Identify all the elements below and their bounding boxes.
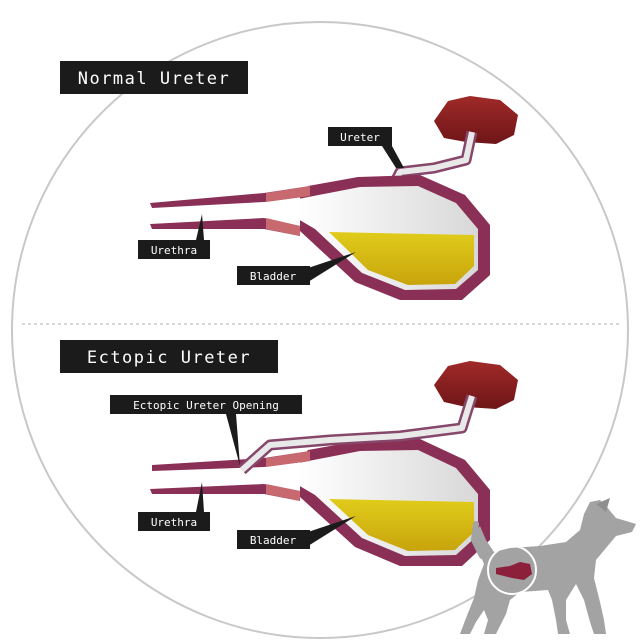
magnifier-circle	[487, 545, 537, 595]
normal-ureter-section: Normal Ureter Ureter Urethra Bladder	[60, 61, 518, 300]
urethra-label-box	[138, 512, 210, 531]
kidney	[434, 361, 518, 409]
urethra-label: Urethra	[151, 244, 197, 257]
ectopic-title: Ectopic Ureter	[87, 348, 251, 368]
opening-label-box	[110, 395, 302, 414]
urethra-pointer	[196, 214, 204, 240]
ureter-label: Ureter	[340, 131, 380, 144]
urethra-top	[150, 186, 310, 208]
urethra-label: Urethra	[151, 516, 197, 529]
ureter-label-box	[328, 127, 392, 146]
bladder-label-box	[237, 266, 310, 285]
ureter-pointer	[382, 146, 404, 168]
normal-title: Normal Ureter	[78, 69, 231, 89]
urethra-pointer	[196, 482, 204, 512]
urethra-bottom	[150, 218, 300, 236]
bladder-label: Bladder	[250, 270, 297, 283]
opening-label: Ectopic Ureter Opening	[133, 399, 279, 412]
urine	[329, 232, 474, 285]
opening-pointer	[226, 414, 240, 466]
ectopic-ureter-section: Ectopic Ureter Ectopic Ureter Opening Ur…	[60, 340, 518, 566]
kidney	[434, 96, 518, 144]
bladder-pointer	[308, 516, 356, 546]
urine	[329, 499, 474, 551]
dog-silhouette	[460, 498, 636, 634]
bladder-label-box	[237, 530, 310, 549]
normal-title-box	[60, 61, 248, 94]
mini-bladder	[496, 562, 532, 580]
bladder-label: Bladder	[250, 534, 297, 547]
bladder-pointer	[308, 252, 356, 282]
urethra-bottom	[150, 484, 300, 501]
urethra-label-box	[138, 240, 210, 259]
outline-circle	[11, 21, 629, 639]
ectopic-title-box	[60, 340, 278, 373]
